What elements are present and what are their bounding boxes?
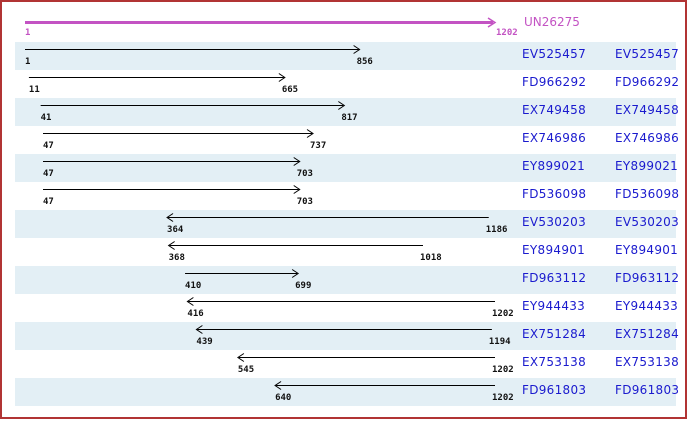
alignment-arrow bbox=[185, 269, 300, 278]
unigene-label[interactable]: UN26275 bbox=[524, 15, 580, 29]
alignment-row: 545 1202 EX753138 EX753138 bbox=[15, 350, 680, 378]
accession-link-2[interactable]: EX751284 bbox=[615, 327, 680, 341]
alignment-arrow bbox=[167, 241, 423, 250]
accession-link-2[interactable]: FD963112 bbox=[615, 271, 680, 285]
start-coordinate: 368 bbox=[168, 253, 185, 263]
start-coordinate: 41 bbox=[40, 113, 52, 123]
unigene-end-coordinate: 1202 bbox=[496, 28, 518, 38]
alignment-arrow bbox=[195, 325, 492, 334]
accession-link-2[interactable]: EX753138 bbox=[615, 355, 680, 369]
accession-link-2[interactable]: EY944433 bbox=[615, 299, 679, 313]
end-coordinate: 1202 bbox=[492, 309, 514, 319]
alignment-row: 47 703 FD536098 FD536098 bbox=[15, 182, 680, 210]
end-coordinate: 817 bbox=[341, 113, 358, 123]
accession-link[interactable]: EV530203 bbox=[522, 215, 586, 229]
accession-link-2[interactable]: EX746986 bbox=[615, 131, 680, 145]
alignment-arrow bbox=[43, 129, 314, 138]
start-coordinate: 1 bbox=[25, 57, 31, 67]
alignment-arrow bbox=[28, 73, 286, 82]
alignment-arrow bbox=[236, 353, 495, 362]
end-coordinate: 1186 bbox=[485, 225, 508, 235]
accession-link-2[interactable]: EV530203 bbox=[615, 215, 679, 229]
alignment-row: 439 1194 EX751284 EX751284 bbox=[15, 322, 680, 350]
start-coordinate: 11 bbox=[28, 85, 40, 95]
accession-link[interactable]: EX746986 bbox=[522, 131, 587, 145]
alignment-arrow bbox=[274, 381, 495, 390]
accession-link-2[interactable]: EV525457 bbox=[615, 47, 679, 61]
alignment-arrow bbox=[43, 185, 301, 194]
end-coordinate: 1194 bbox=[488, 337, 511, 347]
start-coordinate: 640 bbox=[275, 393, 292, 403]
unigene-arrow bbox=[25, 17, 497, 28]
end-coordinate: 703 bbox=[296, 197, 313, 207]
end-coordinate: 737 bbox=[310, 141, 327, 151]
unigene-track: 1 1202 UN26275 bbox=[0, 0, 690, 42]
start-coordinate: 364 bbox=[167, 225, 184, 235]
end-coordinate: 1202 bbox=[492, 365, 514, 375]
alignment-arrow bbox=[166, 213, 489, 222]
accession-link[interactable]: FD966292 bbox=[522, 75, 587, 89]
accession-link[interactable]: EX749458 bbox=[522, 103, 587, 117]
end-coordinate: 699 bbox=[295, 281, 312, 291]
alignment-row: 640 1202 FD961803 FD961803 bbox=[15, 378, 680, 406]
accession-link[interactable]: EY944433 bbox=[522, 299, 586, 313]
alignment-row: 1 856 EV525457 EV525457 bbox=[15, 42, 679, 70]
accession-link-2[interactable]: EX749458 bbox=[615, 103, 680, 117]
alignment-row: 41 817 EX749458 EX749458 bbox=[15, 98, 680, 126]
start-coordinate: 47 bbox=[43, 141, 54, 151]
alignment-arrow bbox=[25, 45, 361, 54]
alignment-arrow bbox=[40, 101, 346, 110]
accession-link[interactable]: EX751284 bbox=[522, 327, 587, 341]
alignment-row: 368 1018 EY894901 EY894901 bbox=[15, 238, 679, 266]
accession-link-2[interactable]: EY899021 bbox=[615, 159, 679, 173]
accession-link[interactable]: FD961803 bbox=[522, 383, 587, 397]
alignment-row: 410 699 FD963112 FD963112 bbox=[15, 266, 680, 294]
accession-link[interactable]: EY894901 bbox=[522, 243, 586, 257]
accession-link-2[interactable]: EY894901 bbox=[615, 243, 679, 257]
end-coordinate: 1018 bbox=[419, 253, 442, 263]
alignment-row: 11 665 FD966292 FD966292 bbox=[15, 70, 680, 98]
end-coordinate: 856 bbox=[356, 57, 373, 67]
accession-link-2[interactable]: FD961803 bbox=[615, 383, 680, 397]
accession-link[interactable]: FD536098 bbox=[522, 187, 587, 201]
alignment-row: 47 737 EX746986 EX746986 bbox=[15, 126, 680, 154]
accession-link[interactable]: EX753138 bbox=[522, 355, 587, 369]
start-coordinate: 47 bbox=[43, 197, 54, 207]
alignment-arrow bbox=[43, 157, 301, 166]
start-coordinate: 439 bbox=[196, 337, 213, 347]
end-coordinate: 1202 bbox=[492, 393, 514, 403]
end-coordinate: 665 bbox=[281, 85, 299, 95]
accession-link-2[interactable]: FD536098 bbox=[615, 187, 680, 201]
start-coordinate: 410 bbox=[185, 281, 202, 291]
alignment-row: 416 1202 EY944433 EY944433 bbox=[15, 294, 679, 322]
alignment-arrow bbox=[186, 297, 495, 306]
alignment-row: 364 1186 EV530203 EV530203 bbox=[15, 210, 679, 238]
start-coordinate: 416 bbox=[187, 309, 204, 319]
start-coordinate: 47 bbox=[43, 169, 54, 179]
accession-link[interactable]: EV525457 bbox=[522, 47, 586, 61]
end-coordinate: 703 bbox=[296, 169, 313, 179]
accession-link-2[interactable]: FD966292 bbox=[615, 75, 680, 89]
unigene-start-coordinate: 1 bbox=[25, 28, 31, 38]
start-coordinate: 545 bbox=[237, 365, 255, 375]
alignment-row: 47 703 EY899021 EY899021 bbox=[15, 154, 679, 182]
accession-link[interactable]: FD963112 bbox=[522, 271, 587, 285]
accession-link[interactable]: EY899021 bbox=[522, 159, 586, 173]
